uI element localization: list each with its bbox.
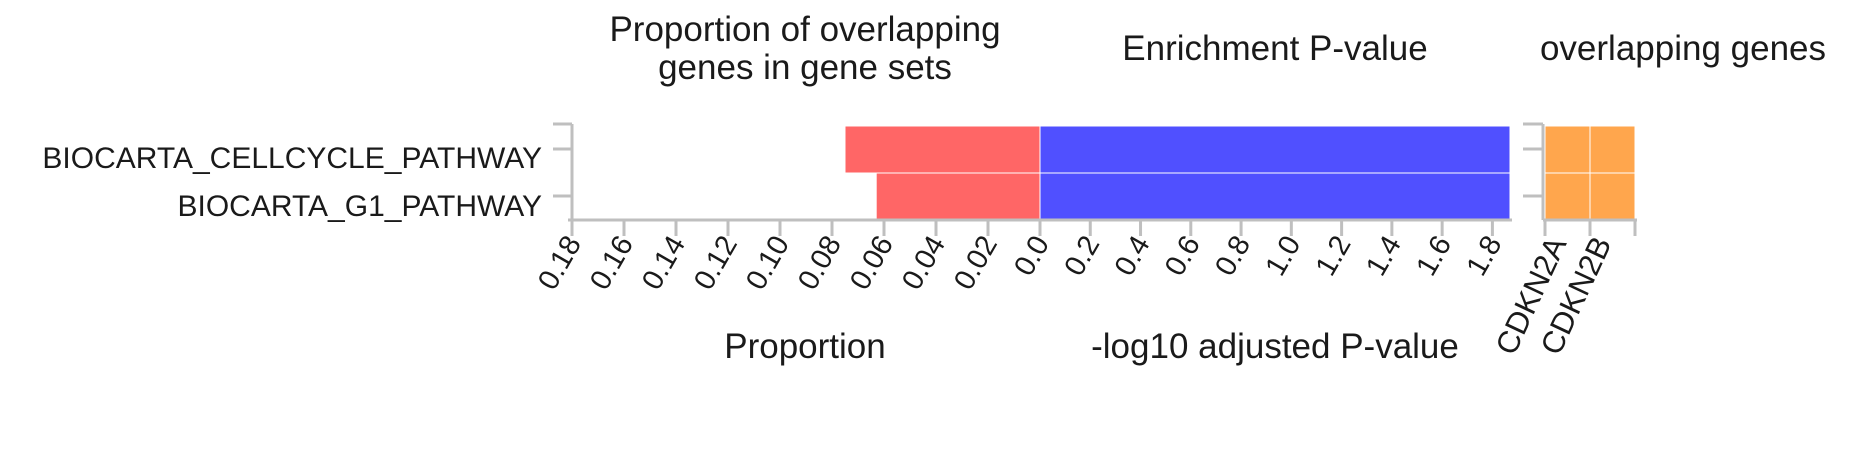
category-label-1: BIOCARTA_G1_PATHWAY — [177, 190, 542, 223]
genes-title: overlapping genes — [1540, 29, 1826, 68]
proportion-bars — [844, 125, 1041, 221]
pvalue-tick-label-0: 0.0 — [1008, 231, 1056, 282]
gene-cell-1-0 — [1544, 172, 1591, 221]
pvalue-tick-label-5: 1.0 — [1260, 231, 1308, 282]
proportion-bar-0 — [844, 125, 1041, 174]
pvalue-tick-label-2: 0.4 — [1109, 231, 1157, 282]
proportion-tick-label-5: 0.08 — [792, 231, 848, 296]
proportion-title-line-1: Proportion of overlapping — [609, 10, 1000, 49]
proportion-tick-label-1: 0.16 — [584, 231, 640, 296]
proportion-tick-label-6: 0.06 — [844, 231, 900, 296]
pvalue-tick-label-7: 1.4 — [1360, 231, 1408, 282]
gene-cell-1-1 — [1589, 172, 1636, 221]
pvalue-bars — [1039, 125, 1511, 221]
proportion-axis-label: Proportion — [724, 327, 885, 366]
pvalue-bar-0 — [1039, 125, 1511, 174]
axes — [553, 122, 1637, 236]
proportion-tick-label-0: 0.18 — [532, 231, 588, 296]
pvalue-tick-label-6: 1.2 — [1310, 231, 1358, 282]
gene-cell-0-1 — [1589, 125, 1636, 174]
proportion-tick-label-4: 0.10 — [740, 231, 796, 296]
overlap-gene-cells — [1544, 125, 1636, 221]
pvalue-title: Enrichment P-value — [1122, 29, 1427, 68]
pvalue-tick-label-1: 0.2 — [1058, 231, 1106, 282]
gene-cell-0-0 — [1544, 125, 1591, 174]
pvalue-axis-label: -log10 adjusted P-value — [1091, 327, 1459, 366]
proportion-tick-label-7: 0.04 — [896, 231, 952, 296]
proportion-tick-label-2: 0.14 — [636, 231, 692, 296]
pvalue-tick-label-9: 1.8 — [1461, 231, 1509, 282]
pvalue-bar-1 — [1039, 172, 1511, 221]
proportion-tick-label-8: 0.02 — [948, 231, 1004, 296]
proportion-tick-label-3: 0.12 — [688, 231, 744, 296]
proportion-title-line-2: genes in gene sets — [658, 48, 952, 87]
category-label-0: BIOCARTA_CELLCYCLE_PATHWAY — [42, 142, 542, 175]
pvalue-tick-label-8: 1.6 — [1410, 231, 1458, 282]
pvalue-tick-label-3: 0.6 — [1159, 231, 1207, 282]
pvalue-tick-label-4: 0.8 — [1209, 231, 1257, 282]
proportion-bar-1 — [875, 172, 1041, 221]
